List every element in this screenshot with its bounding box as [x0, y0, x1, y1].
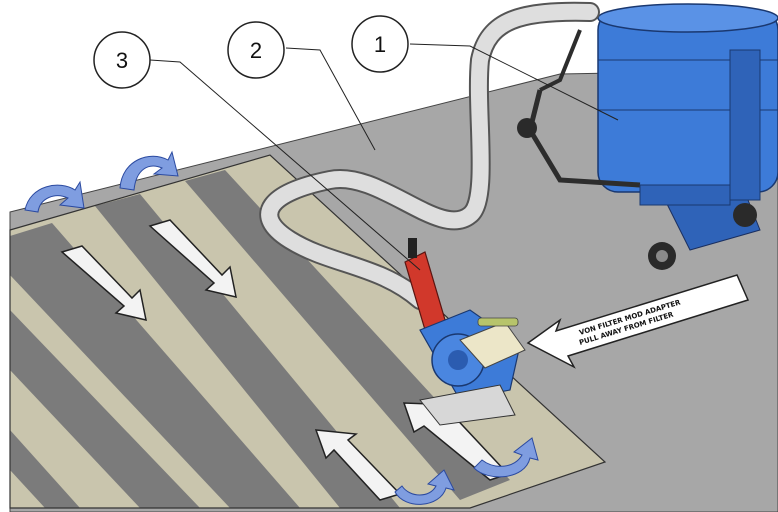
leader-lines [149, 43, 619, 271]
callout-2-label: 2 [250, 38, 262, 63]
travel-arrow-right [148, 219, 237, 298]
callout-1: 1 [351, 15, 409, 73]
turn-arrow-bottom-left-icon [394, 469, 455, 505]
travel-arrow-left [60, 245, 147, 321]
dust-collector [517, 3, 778, 270]
turn-arrow-bottom-right-icon [473, 437, 539, 478]
callout-3: 3 [93, 31, 151, 89]
callout-2: 2 [227, 21, 285, 79]
vacuum-hose [259, 1, 600, 310]
return-arrow-lower-left [314, 429, 402, 501]
callout-1-label: 1 [374, 32, 386, 57]
callout-3-label: 3 [116, 48, 128, 73]
floor-grinder-machine [404, 238, 526, 426]
turn-arrow-top-left-icon [24, 180, 85, 213]
turn-arrow-top-right-icon [119, 150, 179, 191]
